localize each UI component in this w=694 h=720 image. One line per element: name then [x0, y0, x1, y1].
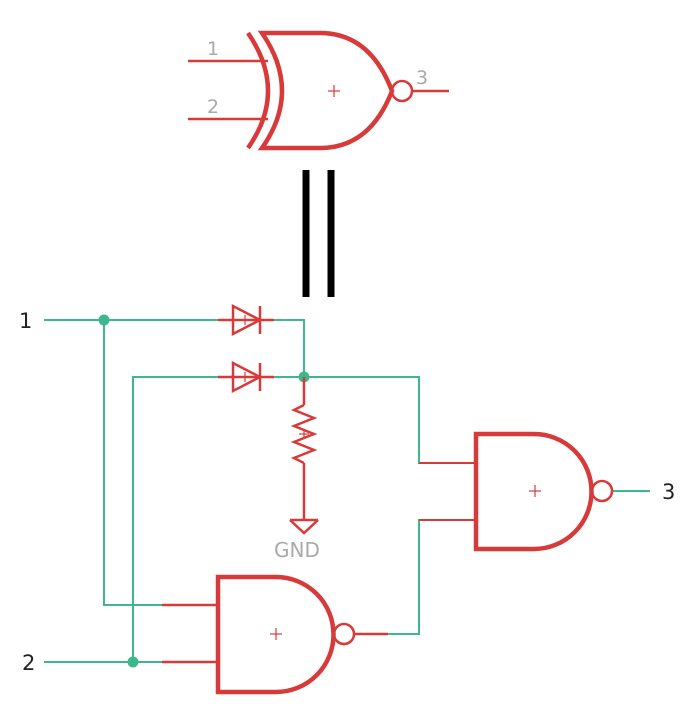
wire-nand-1-out — [388, 519, 476, 635]
diode-1-triangle — [231, 303, 263, 337]
input-2-label: 2 — [22, 651, 35, 675]
resistor — [290, 377, 318, 520]
equivalence-mark — [302, 170, 335, 297]
junction-input-1 — [98, 314, 110, 326]
xnor-gate-symbol — [188, 30, 449, 151]
wire-diode-1-out — [274, 319, 305, 377]
wire-input-1-branch — [103, 320, 162, 606]
wires — [44, 319, 650, 663]
xnor-output-bubble — [390, 79, 414, 103]
nand-gate-output — [419, 431, 614, 552]
nand-2-bubble — [590, 479, 614, 503]
xnor-body — [257, 30, 395, 151]
ground-label: GND — [274, 538, 320, 562]
diode-2 — [218, 360, 274, 394]
xnor-pin-label-3: 3 — [416, 67, 428, 89]
diode-1 — [218, 303, 274, 337]
ground-symbol — [289, 518, 319, 535]
xnor-input-curve — [246, 31, 271, 150]
wire-input-2-branch — [132, 376, 218, 662]
ground-arrow — [289, 519, 319, 535]
diode-2-triangle — [231, 360, 263, 394]
junction-input-2 — [127, 656, 139, 668]
xnor-pin-label-1: 1 — [207, 38, 219, 60]
nand-gate-input — [162, 574, 388, 695]
resistor-zigzag — [290, 403, 318, 465]
output-3-label: 3 — [662, 480, 675, 504]
nand-1-bubble — [332, 622, 356, 646]
xnor-pin-label-2: 2 — [207, 96, 219, 118]
input-1-label: 1 — [19, 309, 32, 333]
